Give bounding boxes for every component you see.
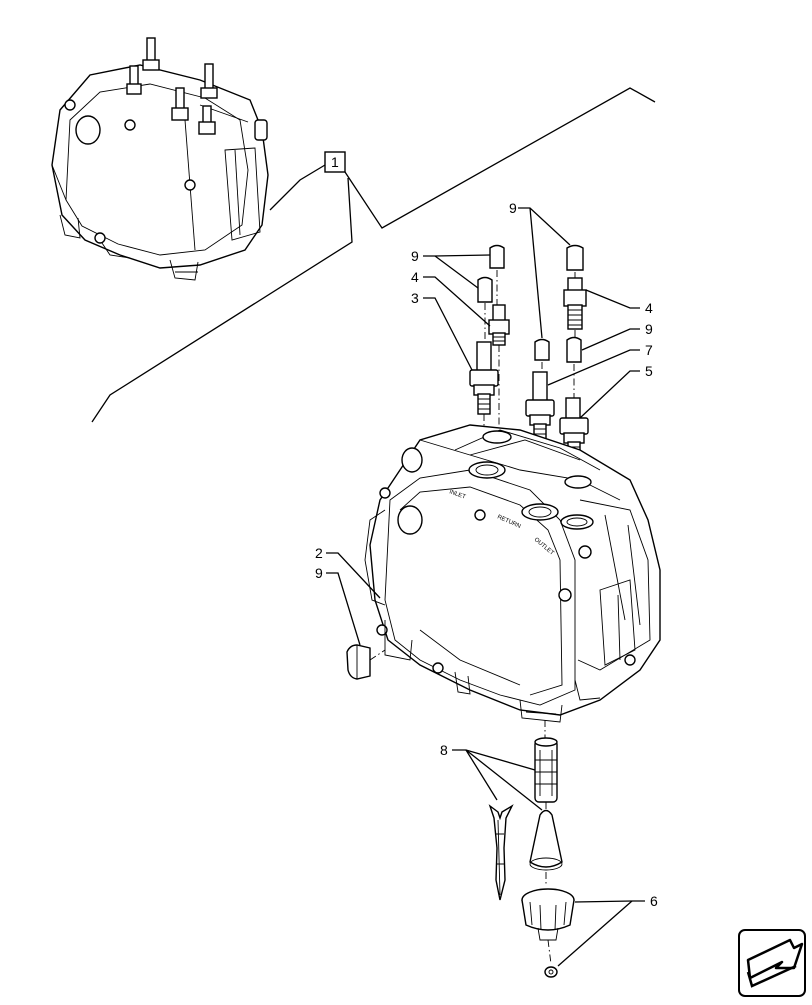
callout-4-right: 4 xyxy=(645,300,653,316)
filter-8 xyxy=(534,737,558,803)
plug-9 xyxy=(346,644,386,680)
cap-9-d xyxy=(534,338,550,361)
reference-callout: 1 xyxy=(91,87,656,423)
callout-6: 6 xyxy=(650,893,658,909)
callout-7: 7 xyxy=(645,342,653,358)
callouts: 9 9 4 3 4 9 7 5 2 9 8 6 xyxy=(315,200,658,967)
callout-9-top: 9 xyxy=(509,200,517,216)
nut-6 xyxy=(544,966,558,978)
fitting-3 xyxy=(469,341,499,415)
fitting-4-right xyxy=(563,277,587,330)
callout-5: 5 xyxy=(645,363,653,379)
callout-9-right: 9 xyxy=(645,321,653,337)
bottom-parts xyxy=(488,720,575,978)
assembled-valve-overview xyxy=(51,37,269,281)
seal-strip-8 xyxy=(488,804,514,901)
fitting-7 xyxy=(525,371,555,445)
fitting-4-left xyxy=(488,304,510,346)
arrow-next-page-icon[interactable] xyxy=(738,929,806,997)
cap-9-e xyxy=(566,336,582,363)
callout-8: 8 xyxy=(440,742,448,758)
cap-9-b xyxy=(477,276,493,303)
cap-6 xyxy=(521,888,575,941)
callout-2: 2 xyxy=(315,545,323,561)
callout-9-low: 9 xyxy=(315,565,323,581)
callout-3: 3 xyxy=(411,290,419,306)
valve-body: INLET RETURN OUTLET xyxy=(364,424,661,723)
fittings-group xyxy=(469,244,589,520)
cap-9-a xyxy=(489,244,505,269)
callout-9-left: 9 xyxy=(411,248,419,264)
inlet-marking: INLET xyxy=(448,489,466,501)
cone-8 xyxy=(529,809,563,871)
cap-9-c xyxy=(566,244,584,271)
callout-4-left: 4 xyxy=(411,269,419,285)
reference-box-label: 1 xyxy=(331,154,339,170)
